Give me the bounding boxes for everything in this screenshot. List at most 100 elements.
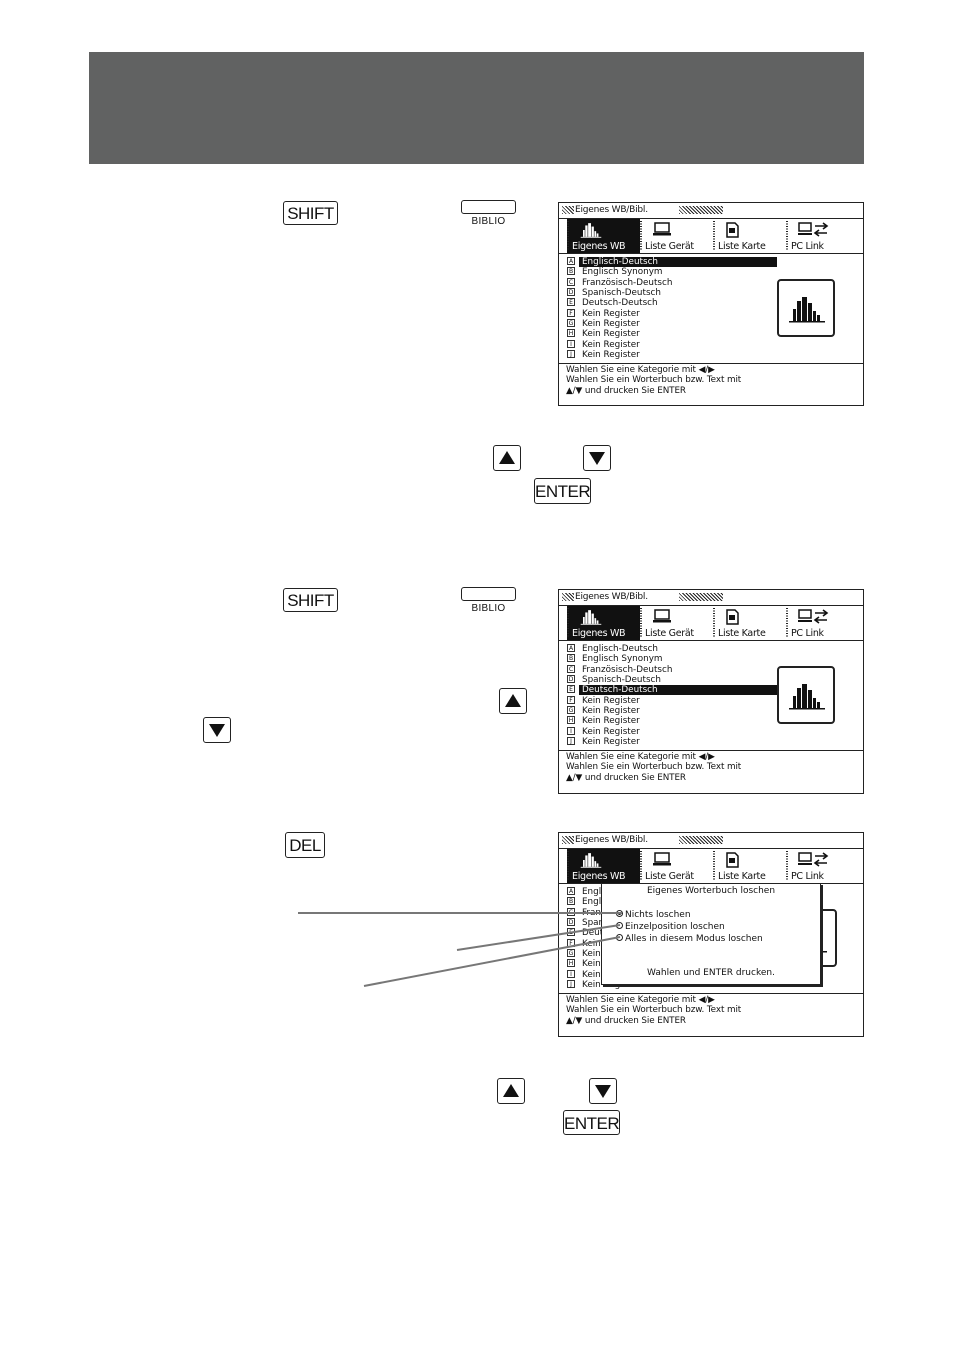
enter-key: ENTER: [534, 478, 591, 504]
up-arrow-icon: [499, 451, 515, 464]
tab-pc-link[interactable]: PC Link: [786, 606, 859, 640]
biblio-key-label-2: BIBLIO: [471, 603, 506, 614]
tab-separator: [786, 221, 788, 251]
list-item-label: Englisch-Deutsch: [582, 257, 658, 267]
biblio-key-cap-2: [461, 587, 516, 601]
list-letter: J: [567, 980, 575, 989]
status-line: ▲/▼ und drucken Sie ENTER: [566, 772, 686, 783]
up-arrow-icon: [505, 694, 521, 707]
screen-2: Eigenes WB/Bibl. Eigenes WB Liste Gerät …: [558, 589, 864, 794]
library-icon: [777, 279, 835, 337]
hatch-pattern: [679, 836, 723, 844]
books-icon: [579, 222, 603, 242]
list-item-label: Kein Register: [582, 319, 640, 330]
dialog-option-label: Alles in diesem Modus loschen: [625, 934, 763, 944]
up-arrow-key-2: [499, 688, 527, 714]
tab-label: PC Link: [791, 628, 824, 639]
list-item-label: Französisch-Deutsch: [582, 277, 673, 288]
list-letter: I: [567, 339, 575, 348]
selection-highlight: [579, 257, 777, 267]
tab-pc-link[interactable]: PC Link: [786, 849, 859, 883]
biblio-key-cap: [461, 200, 516, 214]
status-help: Wahlen Sie eine Kategorie mit ◀/▶Wahlen …: [559, 751, 863, 783]
tab-eigenes-wb[interactable]: Eigenes WB: [567, 606, 640, 640]
list-letter: H: [567, 329, 575, 338]
list-item[interactable]: A Englisch-Deutsch: [567, 257, 777, 267]
list-item-label: Kein: [582, 949, 601, 960]
mode-tabs: Eigenes WB Liste Gerät Liste Karte PC Li…: [559, 219, 863, 254]
list-letter: H: [567, 959, 575, 968]
tab-separator: [567, 221, 569, 251]
biblio-key: BIBLIO: [461, 200, 516, 227]
tab-label: Liste Gerät: [645, 628, 694, 639]
tab-label: PC Link: [791, 871, 824, 882]
tab-liste-geraet[interactable]: Liste Gerät: [640, 849, 713, 883]
tab-liste-geraet[interactable]: Liste Gerät: [640, 606, 713, 640]
hatch-pattern: [562, 206, 574, 214]
list-letter: F: [567, 308, 575, 317]
list-letter: H: [567, 716, 575, 725]
card-icon: [725, 852, 739, 872]
tab-separator: [786, 608, 788, 638]
tab-label: PC Link: [791, 241, 824, 252]
tab-pc-link[interactable]: PC Link: [786, 219, 859, 253]
shift-key-2: SHIFT: [283, 588, 338, 612]
dialog-footer: Wahlen und ENTER drucken.: [647, 968, 775, 978]
list-letter: F: [567, 695, 575, 704]
tab-liste-karte[interactable]: Liste Karte: [713, 219, 786, 253]
tab-liste-karte[interactable]: Liste Karte: [713, 849, 786, 883]
tab-label: Eigenes WB: [572, 241, 626, 252]
down-arrow-key: [583, 445, 611, 471]
tab-label: Eigenes WB: [572, 871, 626, 882]
list-item-label: Englisch Synonym: [582, 654, 663, 665]
screen-title-bar: Eigenes WB/Bibl.: [559, 833, 863, 849]
tab-eigenes-wb[interactable]: Eigenes WB: [567, 219, 640, 253]
up-arrow-icon: [503, 1084, 519, 1097]
screen-title-bar: Eigenes WB/Bibl.: [559, 203, 863, 219]
tab-eigenes-wb[interactable]: Eigenes WB: [567, 849, 640, 883]
library-icon: [777, 666, 835, 724]
tab-label: Eigenes WB: [572, 628, 626, 639]
tab-liste-karte[interactable]: Liste Karte: [713, 606, 786, 640]
list-letter: D: [567, 918, 575, 927]
status-line: ▲/▼ und drucken Sie ENTER: [566, 385, 686, 396]
list-letter: D: [567, 675, 575, 684]
tab-label: Liste Gerät: [645, 241, 694, 252]
screen-3: Eigenes WB/Bibl. Eigenes WB Liste Gerät …: [558, 832, 864, 1037]
tab-liste-geraet[interactable]: Liste Gerät: [640, 219, 713, 253]
tab-separator: [567, 851, 569, 881]
status-help: Wahlen Sie eine Kategorie mit ◀/▶Wahlen …: [559, 364, 863, 396]
down-arrow-icon: [589, 452, 605, 465]
tab-label: Liste Karte: [718, 871, 766, 882]
list-letter: I: [567, 726, 575, 735]
list-letter: A: [567, 257, 575, 265]
